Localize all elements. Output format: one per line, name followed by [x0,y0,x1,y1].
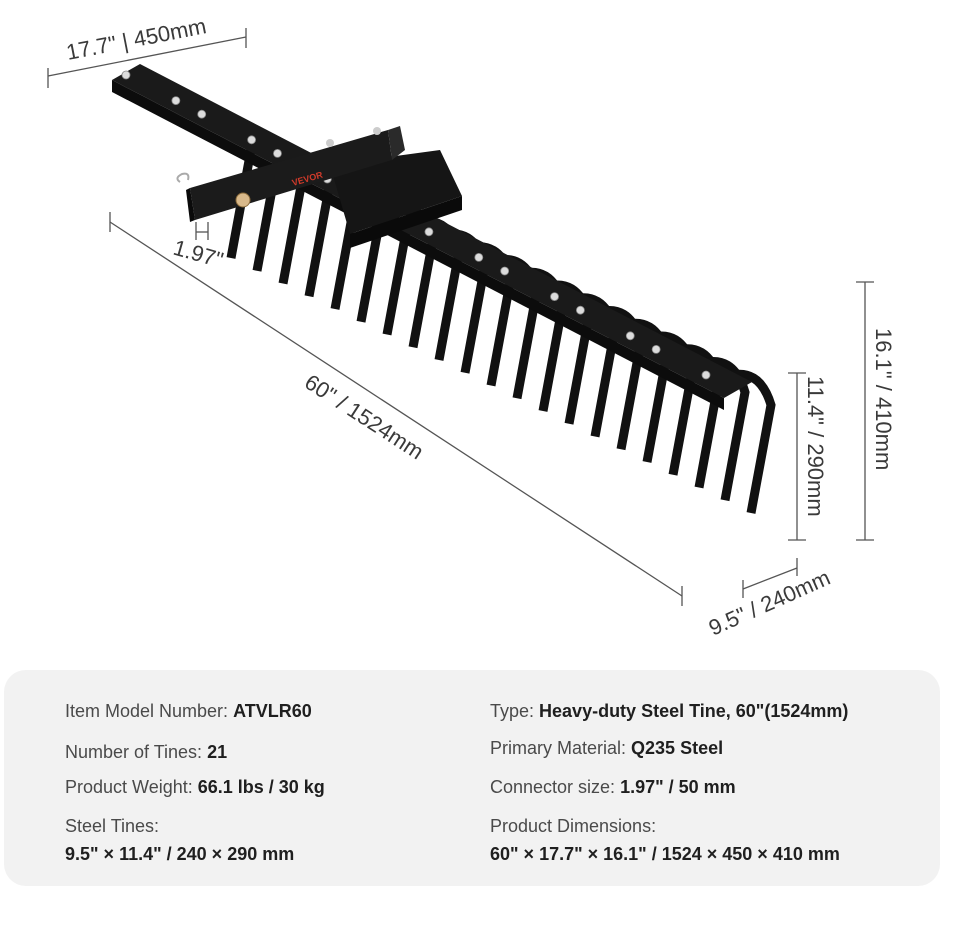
bolt [424,227,434,237]
spec-model-label: Item Model Number: [65,701,234,721]
bolt [121,70,131,80]
spec-weight-value: 66.1 lbs / 30 kg [197,777,325,797]
bolt [273,148,282,158]
spec-tines-value: 21 [207,742,228,762]
spec-steel-tines-label: Steel Tines: [65,816,160,836]
dimension-hitch-width-label: 17.7" | 450mm [64,13,208,65]
bolt [576,305,585,315]
bolt [550,292,559,302]
rake-bar-edge [112,80,724,410]
dimension-tine-height-label: 11.4" / 290mm [803,376,828,517]
bolt [500,266,510,276]
spec-material: Primary Material: Q235 Steel [490,737,723,759]
bolt [197,109,207,119]
spec-weight-label: Product Weight: [65,777,198,797]
dimension-length [109,212,683,606]
spec-material-value: Q235 Steel [631,738,724,758]
spec-steel-tines-value: 9.5" × 11.4" / 240 × 290 mm [65,844,295,864]
spec-product-dimensions-label: Product Dimensions: [490,816,657,836]
spec-model-value: ATVLR60 [233,701,312,721]
spec-weight: Product Weight: 66.1 lbs / 30 kg [65,776,325,798]
spec-connector-value: 1.97" / 50 mm [620,777,736,797]
dimension-total-height-label: 16.1" / 410mm [871,328,896,470]
spec-product-dimensions-value: 60" × 17.7" × 16.1" / 1524 × 450 × 410 m… [490,844,840,864]
spec-steel-tines: Steel Tines: 9.5" × 11.4" / 240 × 290 mm [65,815,294,865]
spec-type: Type: Heavy-duty Steel Tine, 60"(1524mm) [490,700,848,722]
spec-model: Item Model Number: ATVLR60 [65,700,312,722]
spec-tines: Number of Tines: 21 [65,741,227,763]
spec-material-label: Primary Material: [490,738,632,758]
spec-type-label: Type: [490,701,540,721]
dimension-tine-depth [742,558,798,598]
dimension-connector [195,222,209,240]
bolt [701,370,711,380]
spec-product-dimensions: Product Dimensions: 60" × 17.7" × 16.1" … [490,815,840,865]
spec-type-value: Heavy-duty Steel Tine, 60"(1524mm) [539,701,849,721]
hitch-bracket: VEVOR [176,126,462,248]
bolt [171,96,181,105]
bolt [247,135,257,145]
dimension-tine-depth-label: 9.5" / 240mm [705,565,834,641]
dimension-total-height [856,281,874,541]
dimension-tine-height [788,372,806,541]
spec-tines-label: Number of Tines: [65,742,208,762]
bolt [625,331,635,341]
specs-panel: Item Model Number: ATVLR60 Type: Heavy-d… [4,670,940,886]
dimension-hitch-width [47,28,247,88]
spec-connector: Connector size: 1.97" / 50 mm [490,776,736,798]
bolt [651,344,661,354]
product-illustration: 17.7" | 450mm 1.97" 60" / 1524mm 16.1" /… [47,13,896,641]
bolt [474,252,484,262]
rake-drawing: 17.7" | 450mm 1.97" 60" / 1524mm 16.1" /… [47,13,896,641]
spec-connector-label: Connector size: [490,777,621,797]
